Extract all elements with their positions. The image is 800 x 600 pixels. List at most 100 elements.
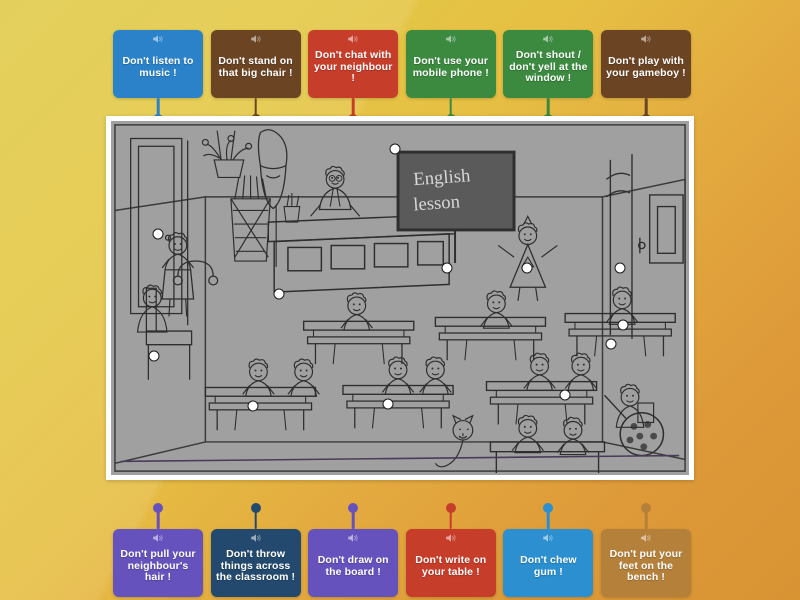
pin-stem xyxy=(449,511,453,529)
speaker-icon xyxy=(641,35,651,43)
rule-card-label: Don't draw on the board ! xyxy=(317,553,389,578)
rule-card-label: Don't shout / don't yell at the window ! xyxy=(509,49,588,85)
top-card-row: Don't listen to music ! Don't stand on th… xyxy=(113,30,691,124)
rule-card[interactable]: Don't chew gum ! xyxy=(503,529,594,597)
speaker-icon xyxy=(445,35,456,43)
picture-frame: English lesson xyxy=(106,116,694,480)
speaker-icon xyxy=(153,35,163,43)
pin-ball xyxy=(445,503,456,513)
card-pin xyxy=(151,503,165,529)
card-pin xyxy=(444,503,458,529)
pin-stem xyxy=(644,98,648,116)
card-pin xyxy=(639,503,653,529)
speaker-icon[interactable] xyxy=(543,533,554,543)
classroom-picture[interactable]: English lesson xyxy=(111,121,689,475)
marker-desk-front[interactable] xyxy=(273,288,285,300)
speaker-icon[interactable] xyxy=(543,34,554,44)
rule-card-label: Don't pull your neighbour's hair ! xyxy=(120,548,196,584)
marker-table-mid[interactable] xyxy=(382,398,394,410)
speaker-icon[interactable] xyxy=(640,34,651,44)
pin-stem xyxy=(156,98,160,116)
speaker-icon xyxy=(250,35,261,43)
rule-card[interactable]: Don't play with your gameboy ! xyxy=(600,30,691,98)
marker-table-centre[interactable] xyxy=(247,400,259,412)
rule-card[interactable]: Don't draw on the board ! xyxy=(308,529,399,597)
card-pin xyxy=(346,503,360,529)
pin-stem xyxy=(254,98,257,116)
card-slot: Don't listen to music ! xyxy=(113,30,203,124)
marker-gameboy[interactable] xyxy=(605,338,617,350)
rule-card[interactable]: Don't put your feet on the bench ! xyxy=(600,529,691,597)
rule-card-label: Don't listen to music ! xyxy=(122,54,194,79)
rule-card[interactable]: Don't listen to music ! xyxy=(113,30,203,98)
pin-ball xyxy=(543,503,554,513)
card-pin xyxy=(541,503,555,529)
speaker-icon xyxy=(445,534,456,542)
pin-stem xyxy=(351,511,355,529)
pin-stem xyxy=(449,98,453,116)
pin-ball xyxy=(153,503,163,513)
card-slot: Don't write on your table ! xyxy=(405,503,496,597)
card-pin xyxy=(249,503,263,529)
speaker-icon xyxy=(641,534,651,542)
rule-card[interactable]: Don't throw things across the classroom … xyxy=(210,529,301,597)
pin-stem xyxy=(644,511,648,529)
marker-draw-on-board[interactable] xyxy=(521,262,533,274)
speaker-icon[interactable] xyxy=(640,533,651,543)
pin-stem xyxy=(547,98,550,116)
card-slot: Don't chat with your neighbour ! xyxy=(308,30,399,124)
speaker-icon[interactable] xyxy=(153,34,164,44)
card-slot: Don't throw things across the classroom … xyxy=(210,503,301,597)
marker-gum-pair[interactable] xyxy=(559,389,571,401)
bottom-card-row: Don't pull your neighbour's hair ! Don't … xyxy=(113,503,691,597)
marker-right-mid[interactable] xyxy=(617,319,629,331)
pin-stem xyxy=(254,511,257,529)
rule-card-label: Don't put your feet on the bench ! xyxy=(609,548,683,584)
speaker-icon[interactable] xyxy=(153,533,164,543)
rule-card[interactable]: Don't write on your table ! xyxy=(405,529,496,597)
speaker-icon[interactable] xyxy=(348,533,359,543)
rule-card-label: Don't stand on that big chair ! xyxy=(218,54,293,79)
rule-card[interactable]: Don't chat with your neighbour ! xyxy=(308,30,399,98)
marker-bench-left[interactable] xyxy=(148,350,160,362)
speaker-icon[interactable] xyxy=(445,34,456,44)
rule-card[interactable]: Don't shout / don't yell at the window ! xyxy=(503,30,594,98)
card-slot: Don't shout / don't yell at the window ! xyxy=(503,30,594,124)
rule-card[interactable]: Don't stand on that big chair ! xyxy=(210,30,301,98)
marker-chat-neighbour[interactable] xyxy=(441,262,453,274)
rule-card-label: Don't use your mobile phone ! xyxy=(412,54,489,79)
pin-ball xyxy=(348,503,359,513)
speaker-icon[interactable] xyxy=(348,34,359,44)
pin-stem xyxy=(351,98,355,116)
card-slot: Don't chew gum ! xyxy=(503,503,594,597)
speaker-icon[interactable] xyxy=(250,533,261,543)
speaker-icon xyxy=(543,35,553,43)
rule-card-label: Don't throw things across the classroom … xyxy=(216,548,296,584)
marker-right-upper[interactable] xyxy=(614,262,626,274)
speaker-icon xyxy=(153,534,163,542)
rule-card[interactable]: Don't use your mobile phone ! xyxy=(405,30,496,98)
card-slot: Don't pull your neighbour's hair ! xyxy=(113,503,203,597)
rule-card-label: Don't write on your table ! xyxy=(415,553,487,578)
rule-card[interactable]: Don't pull your neighbour's hair ! xyxy=(113,529,203,597)
marker-top-right[interactable] xyxy=(389,143,401,155)
rule-card-label: Don't chew gum ! xyxy=(520,553,577,578)
card-slot: Don't play with your gameboy ! xyxy=(600,30,691,124)
card-slot: Don't stand on that big chair ! xyxy=(210,30,301,124)
pin-stem xyxy=(156,511,160,529)
speaker-icon xyxy=(348,534,358,542)
speaker-icon[interactable] xyxy=(445,533,456,543)
card-slot: Don't draw on the board ! xyxy=(308,503,399,597)
card-slot: Don't use your mobile phone ! xyxy=(405,30,496,124)
pin-stem xyxy=(547,511,550,529)
pin-ball xyxy=(640,503,651,513)
rule-card-label: Don't play with your gameboy ! xyxy=(606,54,686,79)
pin-ball xyxy=(250,503,261,513)
speaker-icon xyxy=(348,35,358,43)
marker-listen-to-music[interactable] xyxy=(152,228,164,240)
speaker-icon[interactable] xyxy=(250,34,261,44)
svg-text:English: English xyxy=(413,165,472,190)
speaker-icon xyxy=(250,534,261,542)
rule-card-label: Don't chat with your neighbour ! xyxy=(313,49,393,85)
